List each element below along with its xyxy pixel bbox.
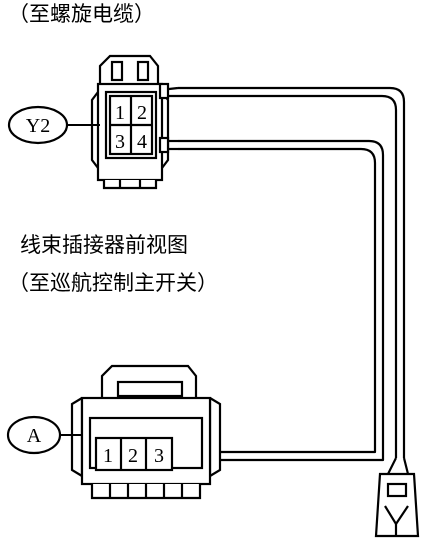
pin-label: 2	[128, 445, 138, 467]
pin-label: 3	[154, 445, 164, 467]
connector-a-pins: 1 2 3	[103, 445, 164, 467]
caption-top: （至螺旋电缆）	[8, 2, 155, 26]
connector-a	[70, 364, 222, 500]
caption-mid-line2: （至巡航控制主开关）	[8, 271, 218, 295]
connector-y2-pins: 1 2 3 4	[115, 102, 147, 153]
connector-y2	[90, 54, 170, 190]
label-y2: Y2	[7, 105, 100, 145]
label-y2-text: Y2	[26, 115, 50, 137]
caption-mid-line1: 线束插接器前视图	[20, 233, 188, 257]
pin-label: 3	[115, 131, 125, 153]
harness-end-connector	[374, 472, 420, 538]
pin-label: 2	[137, 102, 147, 124]
pin-label: 4	[137, 131, 147, 153]
label-a-text: A	[27, 425, 42, 447]
pin-label: 1	[115, 102, 125, 124]
pin-label: 1	[103, 445, 113, 467]
label-a: A	[6, 415, 82, 455]
